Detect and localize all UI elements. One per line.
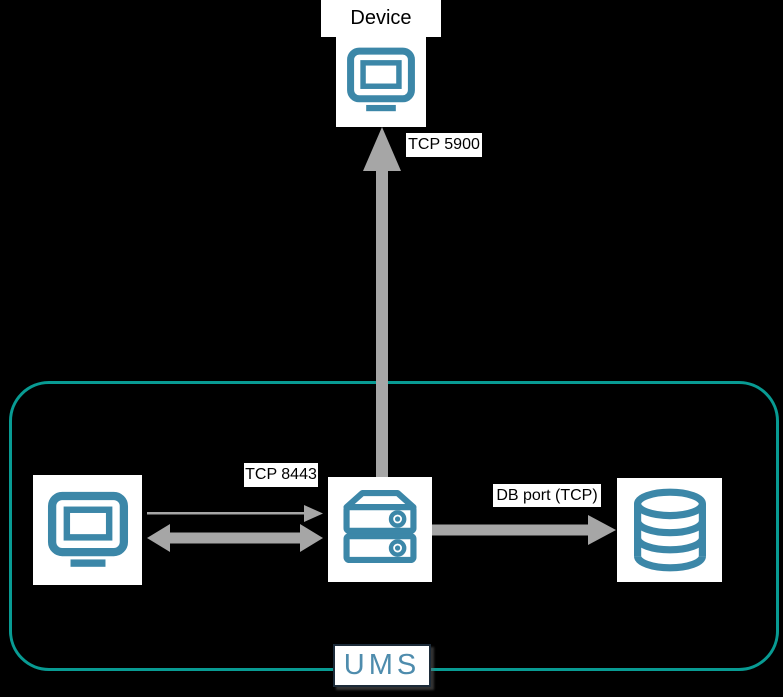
database-icon xyxy=(617,478,722,582)
console-monitor-icon xyxy=(33,475,142,585)
ums-badge-label: UMS xyxy=(343,649,421,681)
server-icon xyxy=(328,477,432,582)
bidirectional-arrow-console-server xyxy=(147,524,323,552)
device-monitor-icon xyxy=(336,33,426,127)
ums-badge: UMS xyxy=(333,644,431,687)
device-node-label: Device xyxy=(321,0,441,37)
edge-label-tcp-5900: TCP 5900 xyxy=(405,132,483,158)
edge-label-db-port: DB port (TCP) xyxy=(492,483,602,508)
monitor-icon xyxy=(47,491,128,567)
request-arrow-console-to-server xyxy=(147,505,323,522)
up-arrow-server-to-device xyxy=(363,127,401,478)
server-icon xyxy=(343,489,417,563)
monitor-icon xyxy=(347,47,415,112)
db-arrow-server-to-database xyxy=(432,515,616,545)
database-icon xyxy=(633,488,706,572)
edge-label-tcp-8443: TCP 8443 xyxy=(243,462,319,488)
